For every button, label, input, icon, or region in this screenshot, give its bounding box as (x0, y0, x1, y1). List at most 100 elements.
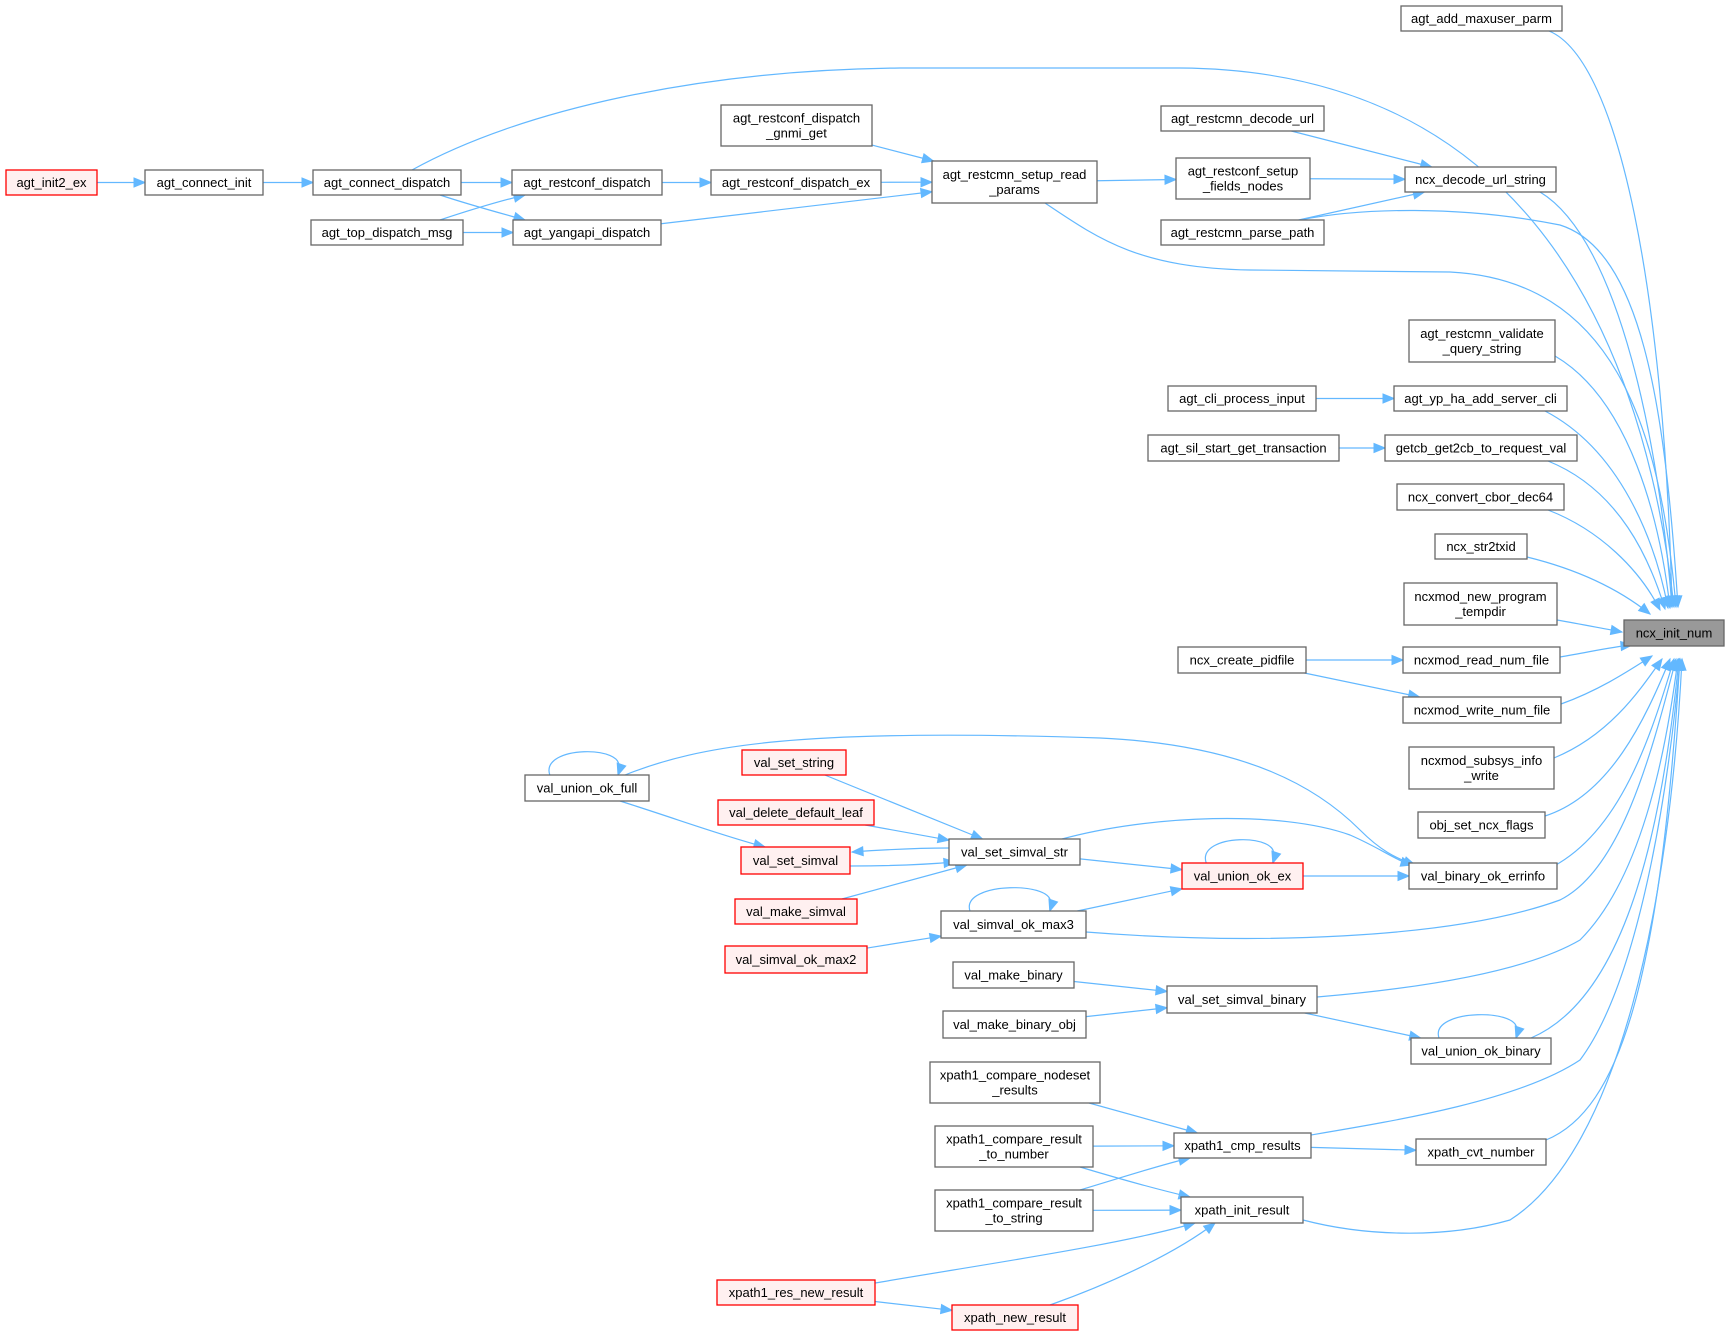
node-label: agt_restcmn_validate (1420, 326, 1544, 341)
edge-val-set-simval-str-to-val-union-ok-ex-arrowhead (1170, 863, 1184, 874)
node-label: _to_string (984, 1211, 1042, 1226)
node-val-make-simval[interactable]: val_make_simval (734, 898, 858, 925)
node-label: ncx_str2txid (1446, 539, 1515, 554)
edge-xpath1-compare-result-to-string-to-xpath-init-result (1092, 1204, 1183, 1216)
edge-val-union-ok-binary-to-val-union-ok-binary-arrowhead (1514, 1025, 1525, 1040)
node-agt-restconf-dispatch-ex[interactable]: agt_restconf_dispatch_ex (710, 169, 882, 196)
node-xpath1-compare-nodeset-results[interactable]: xpath1_compare_nodeset_results (929, 1061, 1101, 1104)
edge-obj-set-ncx-flags-to-ncx-init-num-line (1544, 658, 1671, 817)
node-box (734, 898, 858, 925)
node-box (524, 774, 650, 802)
node-getcb-get2cb-to-request-val[interactable]: getcb_get2cb_to_request_val (1384, 434, 1578, 462)
node-agt-restcmn-parse-path[interactable]: agt_restcmn_parse_path (1160, 219, 1325, 246)
node-ncxmod-subsys-info-write[interactable]: ncxmod_subsys_info_write (1408, 746, 1555, 790)
node-agt-sil-start-get-transaction[interactable]: agt_sil_start_get_transaction (1147, 434, 1340, 462)
node-box (948, 838, 1081, 866)
edge-agt-restcmn-decode-url-to-ncx-decode-url-string (1291, 130, 1434, 170)
node-val-set-simval-binary[interactable]: val_set_simval_binary (1166, 985, 1318, 1014)
edge-agt-restcmn-setup-read-params-to-ncx-init-num-line (1044, 202, 1677, 608)
edge-agt-yangapi-dispatch-to-agt-restcmn-setup-read-params-arrowhead (919, 187, 934, 199)
node-val-union-ok-full[interactable]: val_union_ok_full (524, 774, 650, 802)
edge-val-delete-default-leaf-to-val-set-simval-str-arrowhead (936, 832, 951, 844)
edge-val-simval-ok-max2-to-val-simval-ok-max3 (866, 932, 943, 949)
node-xpath1-res-new-result[interactable]: xpath1_res_new_result (716, 1279, 876, 1306)
node-agt-restconf-dispatch[interactable]: agt_restconf_dispatch (511, 169, 663, 196)
node-box (1180, 1196, 1304, 1224)
edge-ncxmod-write-num-file-to-ncx-init-num (1560, 655, 1654, 705)
node-ncxmod-new-program-tempdir[interactable]: ncxmod_new_program_tempdir (1403, 582, 1558, 626)
node-val-binary-ok-errinfo[interactable]: val_binary_ok_errinfo (1408, 862, 1558, 890)
node-label: xpath_init_result (1195, 1203, 1290, 1218)
node-agt-cli-process-input[interactable]: agt_cli_process_input (1167, 385, 1317, 412)
node-box (1160, 219, 1325, 246)
node-box (1408, 746, 1555, 790)
node-agt-init2-ex[interactable]: agt_init2_ex (5, 169, 98, 196)
node-xpath1-compare-result-to-number[interactable]: xpath1_compare_result_to_number (934, 1125, 1094, 1168)
edge-ncx-convert-cbor-dec64-to-ncx-init-num-line (1547, 509, 1661, 611)
node-label: xpath1_res_new_result (729, 1285, 864, 1300)
node-xpath-cvt-number[interactable]: xpath_cvt_number (1415, 1138, 1547, 1166)
node-ncx-decode-url-string[interactable]: ncx_decode_url_string (1404, 166, 1557, 193)
node-val-simval-ok-max2[interactable]: val_simval_ok_max2 (724, 945, 868, 974)
node-val-union-ok-binary[interactable]: val_union_ok_binary (1410, 1037, 1552, 1065)
node-val-simval-ok-max3[interactable]: val_simval_ok_max3 (940, 910, 1087, 939)
node-label: val_set_string (754, 755, 834, 770)
node-xpath1-compare-result-to-string[interactable]: xpath1_compare_result_to_string (934, 1189, 1094, 1232)
node-ncx-init-num[interactable]: ncx_init_num (1623, 619, 1725, 647)
node-val-make-binary[interactable]: val_make_binary (952, 961, 1075, 989)
node-label: val_simval_ok_max3 (953, 917, 1074, 932)
edge-val-set-simval-binary-to-val-union-ok-binary (1304, 1012, 1422, 1041)
edge-agt-restconf-dispatch-to-agt-restconf-dispatch-ex-arrowhead (699, 177, 713, 188)
node-label: obj_set_ncx_flags (1429, 818, 1534, 833)
node-label: agt_restconf_setup (1188, 164, 1299, 179)
node-ncx-str2txid[interactable]: ncx_str2txid (1434, 533, 1528, 560)
node-val-union-ok-ex[interactable]: val_union_ok_ex (1181, 862, 1304, 890)
node-box (1410, 1037, 1552, 1065)
node-obj-set-ncx-flags[interactable]: obj_set_ncx_flags (1417, 811, 1546, 839)
node-agt-yangapi-dispatch[interactable]: agt_yangapi_dispatch (512, 219, 662, 246)
node-agt-top-dispatch-msg[interactable]: agt_top_dispatch_msg (310, 219, 464, 246)
edge-val-make-binary-obj-to-val-set-simval-binary (1085, 1003, 1169, 1018)
edge-val-make-binary-to-val-set-simval-binary-line (1073, 980, 1168, 993)
node-agt-yp-ha-add-server-cli[interactable]: agt_yp_ha_add_server_cli (1393, 385, 1568, 412)
node-label: _results (991, 1083, 1038, 1098)
edge-val-set-simval-to-val-set-simval-str (849, 857, 957, 869)
node-val-make-binary-obj[interactable]: val_make_binary_obj (942, 1010, 1087, 1039)
node-label: getcb_get2cb_to_request_val (1396, 441, 1567, 456)
node-agt-restconf-dispatch-gnmi-get[interactable]: agt_restconf_dispatch_gnmi_get (720, 104, 873, 147)
node-ncx-create-pidfile[interactable]: ncx_create_pidfile (1177, 646, 1307, 674)
node-label: val_set_simval_binary (1178, 992, 1306, 1007)
node-xpath-new-result[interactable]: xpath_new_result (951, 1304, 1079, 1331)
node-agt-restcmn-decode-url[interactable]: agt_restcmn_decode_url (1160, 105, 1325, 132)
node-agt-restconf-setup-fields-nodes[interactable]: agt_restconf_setup_fields_nodes (1175, 157, 1311, 200)
node-label: ncxmod_new_program (1414, 589, 1546, 604)
node-box (951, 1304, 1079, 1331)
node-agt-add-maxuser-parm[interactable]: agt_add_maxuser_parm (1400, 5, 1563, 32)
node-val-set-simval[interactable]: val_set_simval (740, 846, 851, 875)
node-val-set-string[interactable]: val_set_string (741, 749, 847, 776)
node-ncxmod-write-num-file[interactable]: ncxmod_write_num_file (1402, 696, 1562, 724)
edge-ncxmod-write-num-file-to-ncx-init-num-line (1560, 655, 1653, 705)
node-ncx-convert-cbor-dec64[interactable]: ncx_convert_cbor_dec64 (1396, 483, 1565, 511)
node-label: _params (988, 182, 1040, 197)
node-agt-restcmn-validate-query-string[interactable]: agt_restcmn_validate_query_string (1408, 319, 1556, 363)
edge-agt-sil-start-get-transaction-to-getcb-get2cb-to-request-val (1339, 442, 1387, 454)
node-agt-connect-init[interactable]: agt_connect_init (144, 169, 264, 196)
node-xpath-init-result[interactable]: xpath_init_result (1180, 1196, 1304, 1224)
node-label: val_make_binary (964, 968, 1063, 983)
edge-agt-yp-ha-add-server-cli-to-ncx-init-num-line (1544, 410, 1669, 609)
node-ncxmod-read-num-file[interactable]: ncxmod_read_num_file (1402, 646, 1561, 674)
edge-agt-connect-init-to-agt-connect-dispatch-arrowhead (301, 177, 315, 188)
node-label: agt_restcmn_parse_path (1171, 225, 1315, 240)
edge-val-set-simval-str-to-val-union-ok-ex (1079, 858, 1184, 874)
edge-val-simval-ok-max3-to-val-simval-ok-max3-line (968, 887, 1051, 912)
edge-ncxmod-write-num-file-to-ncx-init-num-arrowhead (1639, 655, 1654, 667)
edge-agt-top-dispatch-msg-to-agt-yangapi-dispatch-arrowhead (501, 227, 515, 238)
node-agt-connect-dispatch[interactable]: agt_connect_dispatch (312, 169, 462, 196)
node-val-set-simval-str[interactable]: val_set_simval_str (948, 838, 1081, 866)
node-agt-restcmn-setup-read-params[interactable]: agt_restcmn_setup_read_params (931, 160, 1098, 204)
node-xpath1-cmp-results[interactable]: xpath1_cmp_results (1173, 1132, 1312, 1159)
edge-ncx-create-pidfile-to-ncxmod-read-num-file-arrowhead (1391, 654, 1405, 666)
node-val-delete-default-leaf[interactable]: val_delete_default_leaf (717, 799, 875, 826)
node-box (1393, 385, 1568, 412)
